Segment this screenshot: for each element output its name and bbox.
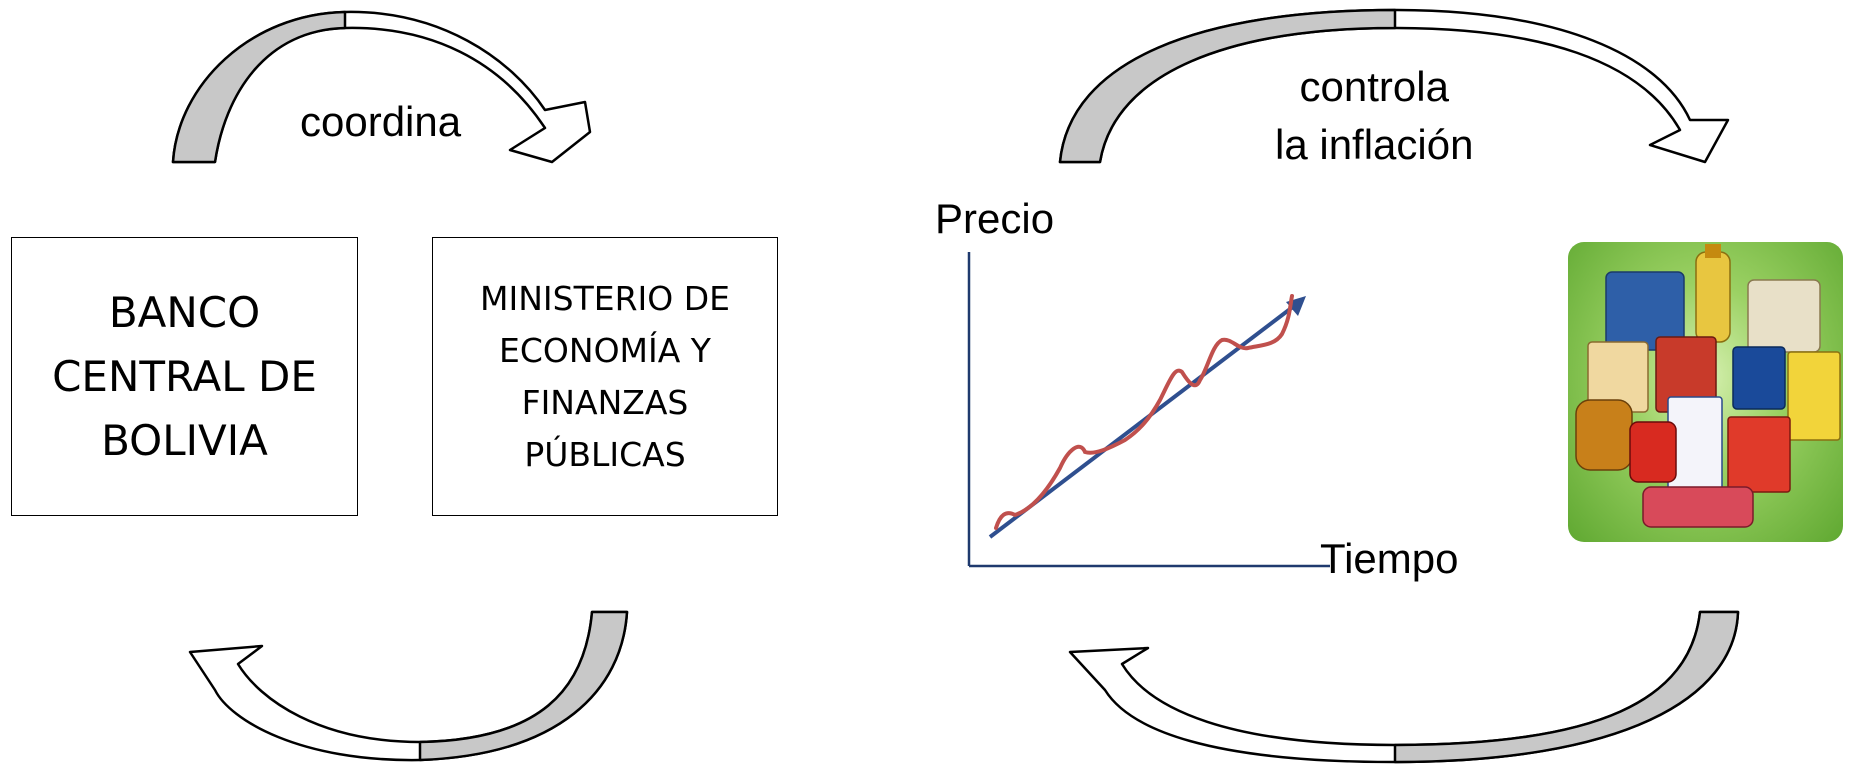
products-illustration — [1575, 244, 1841, 528]
arrow-top-right — [1058, 8, 1730, 164]
ministerio-label: MINISTERIO DE ECONOMÍA Y FINANZAS PÚBLIC… — [480, 278, 730, 474]
yerba-mate-package-icon — [1787, 351, 1841, 441]
rio-can-icon — [1629, 421, 1677, 483]
arrow-bottom-right — [1068, 610, 1740, 764]
dulce-jar-icon — [1575, 399, 1633, 471]
oil-bottle-icon — [1695, 251, 1731, 343]
controla-inflacion-label: controla la inflación — [1275, 63, 1474, 168]
tiempo-axis-label: Tiempo — [1320, 535, 1459, 582]
tomato-box-icon — [1727, 416, 1791, 493]
oil-cap-icon — [1705, 244, 1721, 258]
meat-tray-icon — [1642, 486, 1754, 528]
sugar-bag-icon — [1747, 279, 1821, 353]
arrow-top-left — [171, 10, 592, 164]
banco-central-box: BANCO CENTRAL DE BOLIVIA — [11, 237, 358, 516]
belza-package-icon — [1732, 346, 1786, 410]
coordina-label: coordina — [300, 98, 462, 145]
precio-axis-label: Precio — [935, 195, 1055, 242]
ministerio-box: MINISTERIO DE ECONOMÍA Y FINANZAS PÚBLIC… — [432, 237, 778, 516]
arrow-bottom-left — [188, 610, 629, 762]
banco-central-label: BANCO CENTRAL DE BOLIVIA — [52, 287, 317, 465]
grocery-products-image — [1568, 242, 1843, 542]
